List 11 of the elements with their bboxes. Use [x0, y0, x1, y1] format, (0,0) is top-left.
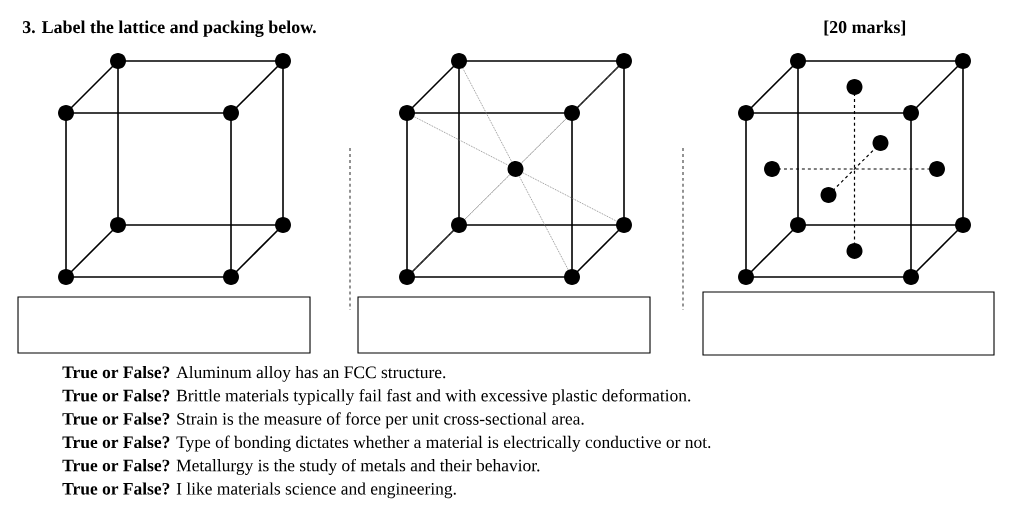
question-heading: 3. Label the lattice and packing below. [22, 20, 316, 37]
true-false-statement: True or False? Aluminum alloy has an FCC structure. [62, 365, 446, 382]
true-false-statement: True or False? Metallurgy is the study of metals and their behavior. [62, 458, 540, 475]
true-false-statement: True or False? Brittle materials typically fail fast and with excessive plastic deformation. [62, 389, 691, 406]
true-false-statement: True or False? Type of bonding dictates whether a material is electrically conductive or not. [62, 435, 711, 452]
answer-box [357, 296, 651, 354]
marks-label: [20 marks] [824, 20, 906, 36]
true-false-statement: True or False? Strain is the measure of force per unit cross-sectional area. [62, 412, 584, 429]
true-false-statement: True or False? I like materials science and engineering. [62, 482, 456, 499]
answer-box [17, 296, 311, 354]
answer-box [702, 291, 995, 356]
